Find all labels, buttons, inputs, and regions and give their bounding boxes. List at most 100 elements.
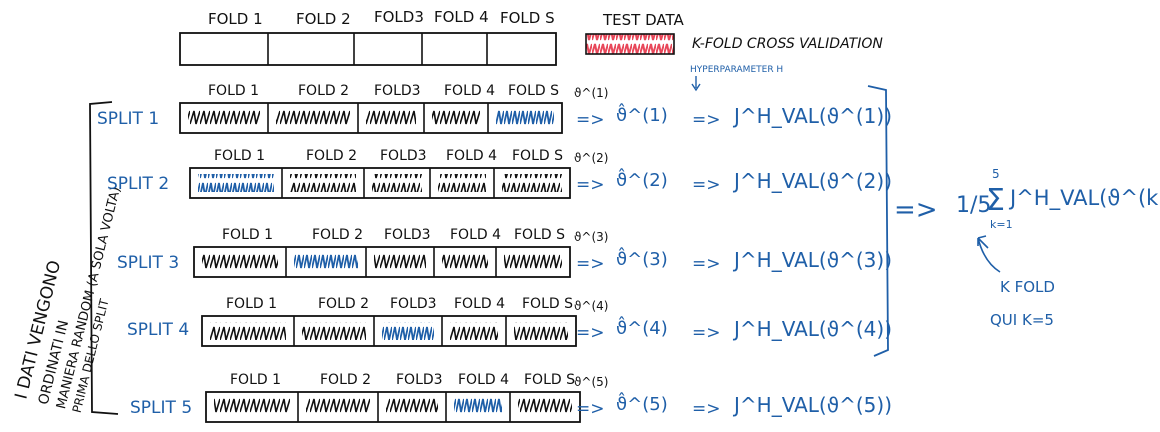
kfold-note-line-2: QUI K=5 (990, 311, 1054, 329)
test-data-box (585, 33, 675, 55)
fold-label: FOLD 1 (226, 296, 277, 312)
header-fold-labels: FOLD 1 FOLD 2 FOLD3 FOLD 4 FOLD S (208, 8, 555, 28)
fold-label: FOLD S (524, 372, 575, 388)
validation-fold (382, 322, 434, 340)
kfold-cross-validation-label: K-FOLD CROSS VALIDATION (692, 36, 883, 52)
training-fold (502, 174, 562, 192)
jval-expression: J^H_VAL(ϑ^(4)) (732, 317, 892, 341)
training-fold (210, 322, 286, 340)
header-fold-3: FOLD3 (374, 8, 424, 26)
training-fold (366, 109, 416, 127)
fold-label: FOLD 4 (450, 227, 501, 243)
training-fold (438, 174, 486, 192)
split-row-1: SPLIT 1 FOLD 1 FOLD 2 FOLD3 FOLD 4 FOLD S ϑ^(1… (97, 83, 892, 134)
fold-label: FOLD3 (396, 372, 443, 388)
training-fold (504, 253, 562, 271)
sum-symbol: Σ (986, 183, 1005, 218)
left-bracket (89, 101, 119, 415)
training-fold (450, 322, 498, 340)
arrow: => (576, 399, 605, 419)
training-fold (306, 398, 370, 416)
training-fold (276, 109, 350, 127)
split-bar (205, 391, 581, 423)
theta-small: ϑ^(1) (574, 86, 608, 100)
training-fold (518, 398, 572, 416)
fold-label: FOLD S (522, 296, 573, 312)
arrow: => (576, 323, 605, 343)
theta-hat: ϑ̂^(1) (616, 103, 668, 126)
theta-small: ϑ^(2) (574, 151, 608, 165)
arrow: => (576, 254, 605, 274)
split-label: SPLIT 1 (97, 109, 159, 129)
fold-label: FOLD 4 (446, 148, 497, 164)
kfold-arrow (977, 235, 1001, 273)
split-bar (179, 102, 563, 134)
training-fold (514, 322, 568, 340)
formula-fraction: 1/5 (956, 193, 991, 218)
arrow: => (576, 175, 605, 195)
split-label: SPLIT 2 (107, 174, 169, 194)
training-fold (188, 109, 260, 127)
kfold-note-line-1: K FOLD (1000, 278, 1055, 296)
hyperparameter-arrow (691, 76, 701, 92)
test-data-label: TEST DATA (602, 11, 684, 29)
validation-fold (496, 109, 554, 127)
arrow: => (692, 399, 721, 419)
training-fold (442, 253, 488, 271)
training-fold (214, 398, 290, 416)
training-fold (372, 174, 422, 192)
jval-expression: J^H_VAL(ϑ^(5)) (732, 393, 892, 417)
fold-label: FOLD 2 (306, 148, 357, 164)
header-fold-1: FOLD 1 (208, 10, 263, 28)
header-fold-2: FOLD 2 (296, 10, 351, 28)
fold-label: FOLD 2 (320, 372, 371, 388)
formula-sum-bottom: k=1 (990, 218, 1013, 231)
split-label: SPLIT 5 (130, 398, 192, 418)
header-data-bar (179, 32, 557, 66)
fold-label: FOLD 1 (208, 83, 259, 99)
theta-small: ϑ^(5) (574, 375, 608, 389)
arrow: => (692, 175, 721, 195)
fold-label: FOLD3 (384, 227, 431, 243)
fold-label: FOLD3 (374, 83, 421, 99)
fold-label: FOLD 2 (312, 227, 363, 243)
jval-expression: J^H_VAL(ϑ^(3)) (732, 248, 892, 272)
hyperparameter-label: HYPERPARAMETER H (690, 65, 783, 75)
split-label: SPLIT 4 (127, 320, 189, 340)
side-note: I DATI VENGONO ORDINATI IN MANIERA RANDO… (11, 185, 124, 414)
training-fold (202, 253, 278, 271)
theta-hat: ϑ̂^(2) (616, 168, 668, 191)
theta-hat: ϑ̂^(4) (616, 316, 668, 339)
arrow: => (576, 110, 605, 130)
fold-label: FOLD 2 (298, 83, 349, 99)
formula-arrow: => (894, 195, 938, 225)
split-label: SPLIT 3 (117, 253, 179, 273)
training-fold (386, 398, 438, 416)
header-fold-4: FOLD 4 (434, 8, 489, 26)
fold-label: FOLD3 (380, 148, 427, 164)
fold-label: FOLD 4 (444, 83, 495, 99)
fold-label: FOLD 1 (214, 148, 265, 164)
fold-label: FOLD S (508, 83, 559, 99)
fold-label: FOLD 1 (222, 227, 273, 243)
jval-expression: J^H_VAL(ϑ^(2)) (732, 169, 892, 193)
validation-fold (198, 174, 274, 192)
validation-fold (294, 253, 358, 271)
training-fold (374, 253, 426, 271)
arrow: => (692, 323, 721, 343)
header-fold-5: FOLD S (500, 9, 555, 27)
arrow: => (692, 110, 721, 130)
fold-label: FOLD 1 (230, 372, 281, 388)
fold-label: FOLD3 (390, 296, 437, 312)
theta-hat: ϑ̂^(5) (616, 392, 668, 415)
theta-small: ϑ^(3) (574, 230, 608, 244)
fold-label: FOLD 4 (458, 372, 509, 388)
right-bracket (867, 85, 889, 357)
split-bar (201, 315, 577, 347)
jval-expression: J^H_VAL(ϑ^(1)) (732, 104, 892, 128)
training-fold (302, 322, 366, 340)
